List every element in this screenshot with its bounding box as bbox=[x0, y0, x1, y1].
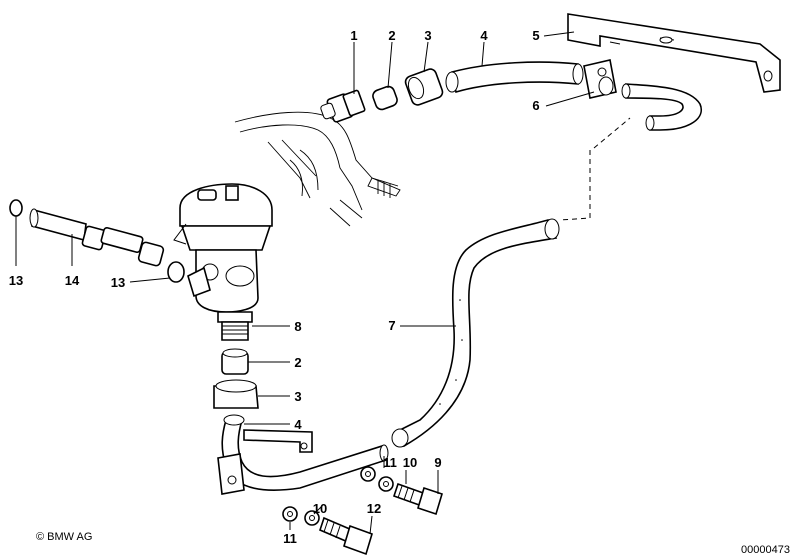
callout-5: 5 bbox=[532, 28, 539, 43]
callout-4-top: 4 bbox=[480, 28, 488, 43]
dashed-guide-line-2 bbox=[593, 117, 631, 149]
part-6-clip bbox=[583, 59, 617, 99]
part-3-nut-top bbox=[404, 68, 444, 106]
callout-11-right: 11 bbox=[383, 455, 397, 470]
part-2-sleeve-top bbox=[372, 85, 398, 111]
callout-11-left: 11 bbox=[283, 531, 297, 546]
leader-lines bbox=[15, 31, 595, 535]
callout-8: 8 bbox=[294, 319, 301, 334]
callout-14: 14 bbox=[65, 273, 80, 288]
callout-13-left: 13 bbox=[9, 273, 23, 288]
part-13-sealing-ring-left bbox=[9, 199, 23, 217]
callout-6: 6 bbox=[532, 98, 539, 113]
part-1-union-fitting bbox=[320, 89, 366, 123]
callout-3-top: 3 bbox=[424, 28, 431, 43]
part-9-bolt bbox=[392, 482, 443, 516]
copyright-text: © BMW AG bbox=[36, 531, 92, 543]
part-4-hose-top bbox=[445, 61, 584, 94]
callout-2-lower: 2 bbox=[294, 355, 301, 370]
callout-1: 1 bbox=[350, 28, 357, 43]
part-11-washer-left bbox=[282, 506, 298, 522]
part-2-sleeve-lower bbox=[221, 348, 249, 375]
part-10-washer-right bbox=[378, 476, 394, 492]
part-12-bolt bbox=[319, 516, 373, 556]
hose-right-bend bbox=[621, 83, 702, 131]
vacuum-regulator bbox=[173, 183, 273, 341]
callout-12: 12 bbox=[367, 501, 381, 516]
callout-13-right: 13 bbox=[111, 275, 125, 290]
part-7-long-hose bbox=[391, 218, 560, 448]
diagram-number: 00000473 bbox=[741, 544, 790, 556]
callout-9: 9 bbox=[434, 455, 441, 470]
callout-10-left: 10 bbox=[313, 501, 327, 516]
part-14-hose-left bbox=[29, 208, 165, 267]
dashed-guide-line bbox=[559, 150, 591, 221]
callout-3-lower: 3 bbox=[294, 389, 301, 404]
part-3-nut-lower bbox=[213, 379, 259, 409]
callout-7: 7 bbox=[388, 318, 395, 333]
part-4-pipe-lower bbox=[217, 414, 389, 495]
part-13-sealing-ring-right bbox=[167, 261, 185, 283]
callout-4-lower: 4 bbox=[294, 417, 302, 432]
part-5-bracket bbox=[567, 13, 781, 93]
part-11-washer-right bbox=[360, 466, 376, 482]
callout-2-top: 2 bbox=[388, 28, 395, 43]
callout-10-right: 10 bbox=[403, 455, 417, 470]
part-10-washer-left bbox=[304, 510, 320, 526]
